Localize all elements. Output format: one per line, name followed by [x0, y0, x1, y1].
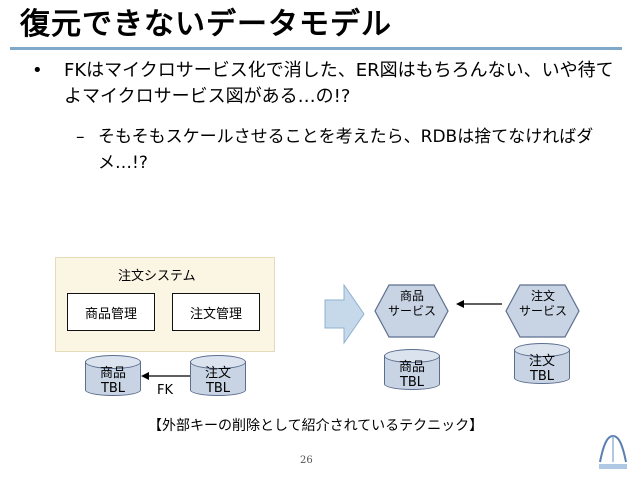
title-underline — [10, 47, 622, 50]
product-service-label: 商品 サービス — [387, 289, 436, 318]
fk-arrowhead — [141, 372, 149, 380]
order-table-label-right: 注文 TBL — [528, 354, 555, 384]
order-service-hexagon — [505, 284, 580, 338]
sub-bullet-marker: – — [76, 127, 85, 147]
slide-title: 復元できないデータモデル — [20, 7, 392, 42]
bullet-marker: • — [32, 60, 43, 81]
product-table-label: 商品 TBL — [99, 366, 126, 396]
product-management-module: 商品管理 — [67, 293, 155, 331]
order-table-label: 注文 TBL — [204, 366, 231, 396]
product-table-db-icon-right: 商品 TBL — [384, 349, 440, 395]
bullet-2-text: そもそもスケールさせることを考えたら、RDBは捨てなければダメ…!? — [98, 127, 594, 173]
order-management-module: 注文管理 — [172, 293, 260, 331]
order-table-db-icon-right: 注文 TBL — [514, 343, 570, 389]
product-table-db-icon: 商品 TBL — [85, 355, 141, 401]
order-system-label: 注文システム — [118, 269, 196, 284]
diagram-caption: 【外部キーの削除として紹介されているテクニック】 — [148, 418, 484, 434]
transform-arrow-icon — [324, 283, 365, 345]
fk-label: FK — [157, 383, 174, 398]
service-call-arrowhead — [456, 300, 464, 308]
company-logo-icon — [599, 434, 627, 469]
bullet-1-text: FKはマイクロサービス化で消した、ER図はもちろんない、いや待てよマイクロサービ… — [64, 60, 614, 107]
page-number: 26 — [300, 455, 313, 466]
product-service-hexagon — [374, 284, 449, 338]
order-table-db-icon: 注文 TBL — [190, 355, 246, 401]
product-table-label-right: 商品 TBL — [398, 360, 425, 390]
order-service-label: 注文 サービス — [518, 289, 567, 318]
